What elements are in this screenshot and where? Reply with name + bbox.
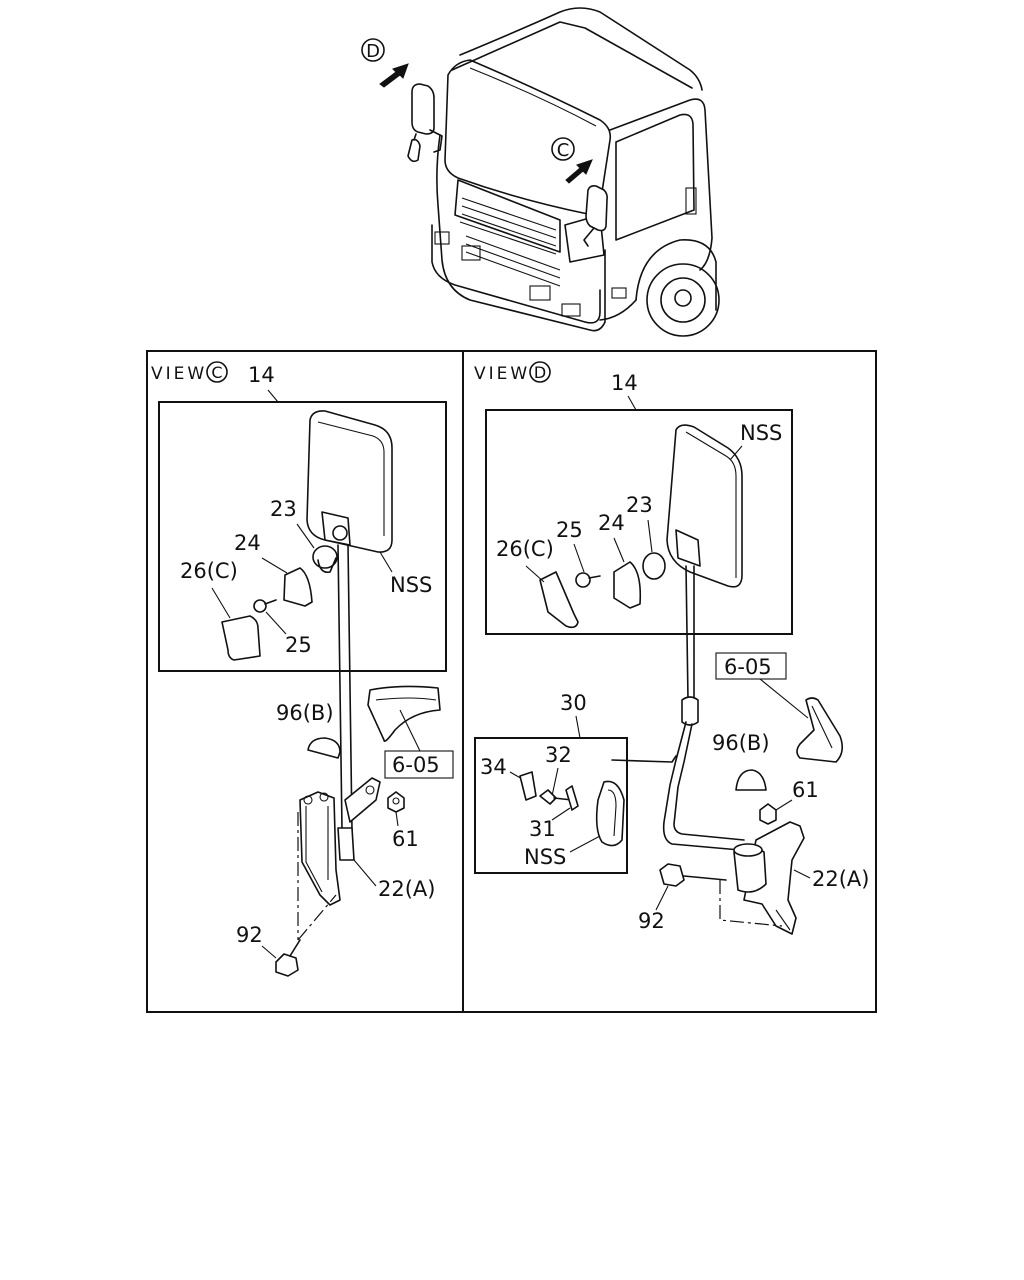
view-d-label-nss-bottom: NSS: [524, 845, 566, 869]
view-panel-frame: [146, 350, 877, 1013]
view-c-label-92: 92: [236, 923, 263, 947]
view-d-label-30: 30: [560, 691, 587, 715]
arrow-d-icon: [379, 63, 409, 88]
view-d-label-96b: 96(B): [712, 731, 770, 755]
view-d-label-14: 14: [611, 371, 638, 395]
view-d-label-92: 92: [638, 909, 665, 933]
view-c-title: VIEW: [151, 364, 207, 384]
view-d-label-26c: 26(C): [496, 537, 554, 561]
view-c-mirror-box: [158, 401, 447, 672]
view-d-label-25: 25: [556, 518, 583, 542]
view-d-kit-box: [474, 737, 628, 874]
view-c-label-96b: 96(B): [276, 701, 334, 725]
view-c-letter: C: [211, 363, 222, 382]
view-c-label-nss: NSS: [390, 573, 432, 597]
view-d-label-24: 24: [598, 511, 625, 535]
view-d-label-61: 61: [792, 778, 819, 802]
view-c-ref-box: [384, 750, 454, 779]
view-c-panel: VIEW C 14 23 24 25 26(C) NSS: [151, 361, 454, 977]
cab-marker-c: C: [557, 140, 570, 161]
view-c-label-25: 25: [285, 633, 312, 657]
view-d-label-32: 32: [545, 743, 572, 767]
view-d-title: VIEW: [474, 364, 530, 384]
view-c-label-14: 14: [248, 363, 275, 387]
view-d-label-31: 31: [529, 817, 556, 841]
arrow-c-icon: [565, 159, 593, 184]
view-d-mirror-box: [485, 409, 793, 635]
view-d-letter: D: [534, 363, 546, 382]
view-d-label-22a: 22(A): [812, 867, 869, 891]
view-c-label-26c: 26(C): [180, 559, 238, 583]
view-d-label-34: 34: [480, 755, 507, 779]
view-c-label-22a: 22(A): [378, 877, 435, 901]
view-d-label-nss-top: NSS: [740, 421, 782, 445]
view-c-label-24: 24: [234, 531, 261, 555]
view-c-label-23: 23: [270, 497, 297, 521]
view-c-label-61: 61: [392, 827, 419, 851]
view-d-label-23: 23: [626, 493, 653, 517]
truck-cab-illustration: C D: [361, 7, 720, 337]
view-d-ref-box: [715, 652, 787, 680]
view-d-ref-label: 6-05: [724, 655, 772, 679]
view-c-ref-label: 6-05: [392, 753, 440, 777]
view-d-mirror-head: [666, 424, 743, 588]
view-d-panel: VIEW D 14 23 24 25 26(C) NSS: [474, 361, 869, 935]
cab-marker-d: D: [366, 41, 380, 62]
